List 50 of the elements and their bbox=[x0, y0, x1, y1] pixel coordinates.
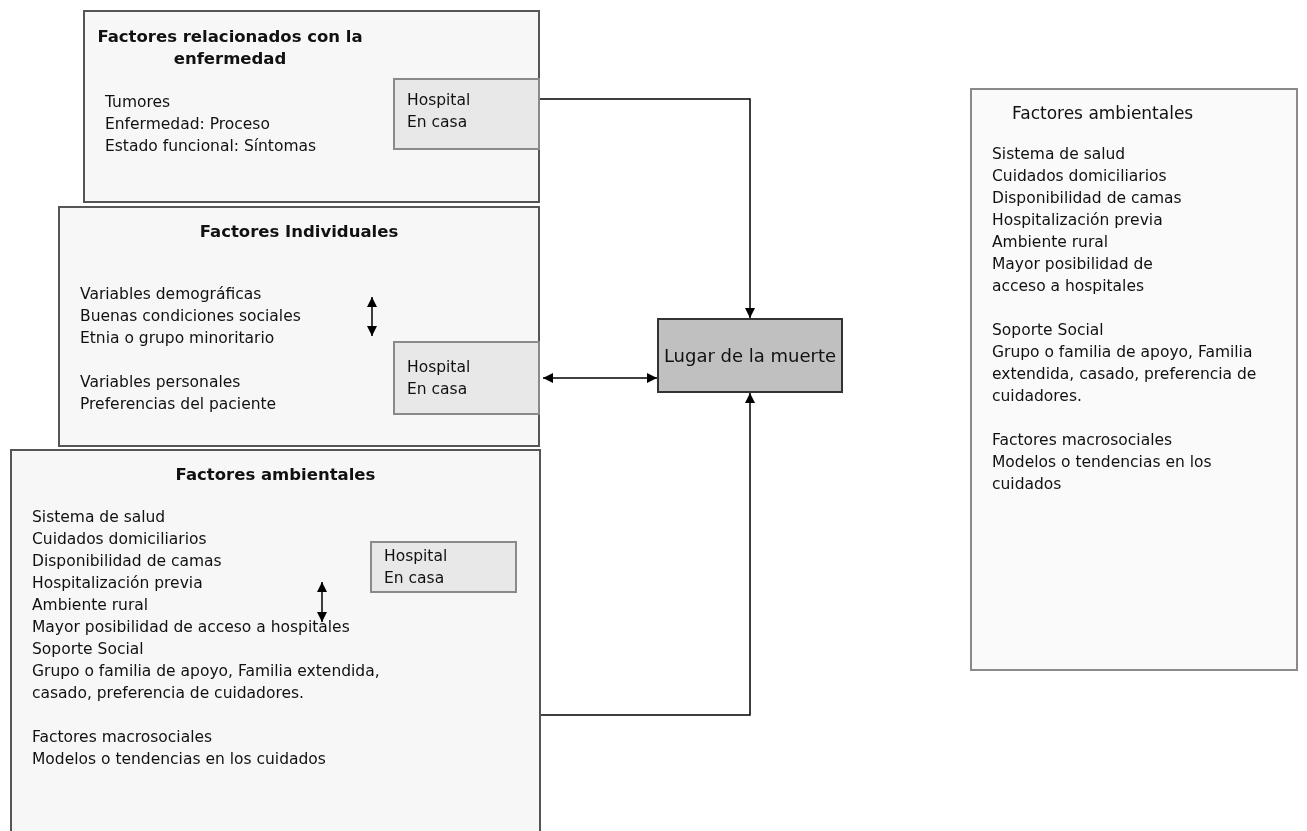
box-title: Factores ambientales bbox=[1012, 102, 1195, 124]
factor-box bbox=[83, 10, 540, 203]
list-item: Soporte Social bbox=[992, 320, 1104, 341]
option-label: En casa bbox=[407, 379, 468, 400]
option-label: Hospital bbox=[384, 546, 448, 567]
list-item: Preferencias del paciente bbox=[80, 394, 277, 415]
list-item: Sistema de salud bbox=[992, 144, 1126, 165]
option-box bbox=[393, 341, 540, 415]
factor-box bbox=[970, 88, 1298, 671]
list-item: Grupo o familia de apoyo, Familia extendida, casado, preferencia de cuidadores. bbox=[992, 342, 1258, 407]
list-item: Buenas condiciones sociales bbox=[80, 306, 301, 327]
list-item: Mayor posibilidad de acceso a hospitales bbox=[992, 254, 1154, 297]
list-item: Disponibilidad de camas bbox=[32, 551, 222, 572]
list-item: Tumores bbox=[105, 92, 171, 113]
list-item: Cuidados domiciliarios bbox=[32, 529, 207, 550]
factor-box bbox=[10, 449, 541, 831]
option-label: Hospital bbox=[407, 90, 471, 111]
double-arrow bbox=[542, 373, 658, 383]
arrow bbox=[540, 392, 755, 716]
arrow bbox=[539, 98, 755, 319]
option-label: En casa bbox=[407, 112, 468, 133]
box-title: Factores ambientales bbox=[174, 464, 377, 486]
option-box bbox=[370, 541, 517, 593]
list-item: Modelos o tendencias en los cuidados bbox=[32, 749, 326, 770]
list-item: Hospitalización previa bbox=[32, 573, 203, 594]
list-item: Disponibilidad de camas bbox=[992, 188, 1182, 209]
outcome-box bbox=[657, 318, 843, 393]
list-item: Hospitalización previa bbox=[992, 210, 1163, 231]
list-item: Mayor posibilidad de acceso a hospitales bbox=[32, 617, 350, 638]
list-item: Cuidados domiciliarios bbox=[992, 166, 1167, 187]
list-item: Ambiente rural bbox=[992, 232, 1109, 253]
list-item: Grupo o familia de apoyo, Familia extendida, casado, preferencia de cuidadores. bbox=[32, 661, 381, 704]
factor-box bbox=[58, 206, 540, 447]
list-item: Ambiente rural bbox=[32, 595, 149, 616]
list-item: Sistema de salud bbox=[32, 507, 166, 528]
list-item: Enfermedad: Proceso bbox=[105, 114, 270, 135]
list-item: Factores macrosociales bbox=[992, 430, 1173, 451]
list-item: Modelos o tendencias en los cuidados bbox=[992, 452, 1213, 495]
list-item: Factores macrosociales bbox=[32, 727, 213, 748]
list-item: Estado funcional: Síntomas bbox=[105, 136, 317, 157]
option-label: En casa bbox=[384, 568, 445, 589]
box-title: Factores relacionados con la enfermedad bbox=[96, 26, 364, 70]
list-item: Variables personales bbox=[80, 372, 241, 393]
list-item: Soporte Social bbox=[32, 639, 144, 660]
list-item: Etnia o grupo minoritario bbox=[80, 328, 275, 349]
option-box bbox=[393, 78, 540, 150]
outcome-label: Lugar de la muerte bbox=[662, 345, 838, 367]
list-item: Variables demográficas bbox=[80, 284, 262, 305]
option-label: Hospital bbox=[407, 357, 471, 378]
box-title: Factores Individuales bbox=[198, 221, 400, 243]
